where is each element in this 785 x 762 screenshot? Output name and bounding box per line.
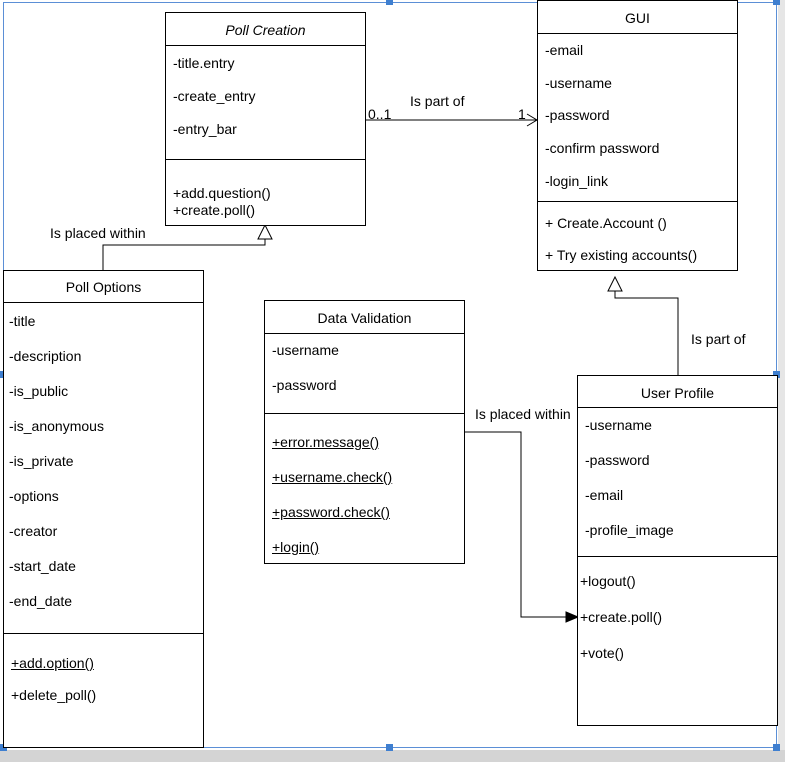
method: +create.poll() — [580, 609, 663, 625]
relation-label-profile-gui: Is part of — [691, 331, 746, 347]
method: + Create.Account () — [545, 215, 667, 231]
attribute: -profile_image — [585, 522, 674, 538]
method: +password.check() — [272, 504, 390, 520]
attribute: -creator — [9, 523, 58, 539]
method: +vote() — [580, 645, 624, 661]
class-name: Data Validation — [317, 310, 412, 326]
attribute: -username — [272, 342, 339, 358]
generalization-line-options-creation — [102, 239, 266, 271]
generalization-triangle-creation — [257, 223, 273, 240]
multiplicity-target: 1 — [518, 106, 526, 122]
class-name: Poll Options — [65, 279, 142, 295]
class-name: Poll Creation — [225, 22, 306, 38]
attribute: -login_link — [545, 173, 609, 189]
attribute: -title — [9, 313, 36, 329]
class-divider — [578, 556, 777, 557]
attribute: -start_date — [9, 558, 76, 574]
relation-label-creation-gui: Is part of — [410, 93, 465, 109]
method: +error.message() — [272, 434, 379, 450]
attribute: -is_private — [9, 453, 74, 469]
method: +add.question() — [173, 185, 271, 201]
method: +delete_poll() — [11, 687, 97, 703]
attribute: -options — [9, 488, 59, 504]
class-name: GUI — [625, 10, 650, 26]
attribute: -password — [545, 107, 610, 123]
attribute: -password — [272, 377, 337, 393]
attribute: -email — [545, 42, 584, 58]
attribute: -description — [9, 348, 82, 364]
canvas-frame-right — [778, 0, 785, 762]
multiplicity-source: 0..1 — [368, 106, 392, 122]
method: + Try existing accounts() — [545, 247, 698, 263]
resize-handle-bottom-right[interactable] — [773, 744, 780, 751]
relation-label-validation-profile: Is placed within — [475, 406, 571, 422]
class-divider — [166, 159, 365, 160]
relation-label-options-creation: Is placed within — [50, 225, 146, 241]
resize-handle-bottom-mid[interactable] — [386, 744, 393, 751]
method: +create.poll() — [173, 202, 256, 218]
resize-handle-top-right[interactable] — [773, 0, 780, 5]
class-divider — [4, 633, 203, 634]
method: +login() — [272, 539, 320, 555]
class-name: User Profile — [640, 385, 715, 401]
class-divider — [166, 45, 365, 46]
association-line-validation-profile — [465, 431, 570, 618]
attribute: -username — [585, 417, 652, 433]
generalization-line-profile-gui — [614, 291, 679, 376]
class-data-validation[interactable]: Data Validation -username -password +err… — [264, 300, 465, 564]
class-divider — [4, 302, 203, 303]
class-divider — [538, 201, 737, 202]
class-poll-creation[interactable]: Poll Creation -title.entry -create_entry… — [165, 12, 366, 226]
attribute: -entry_bar — [173, 121, 237, 137]
arrowhead-filled-profile — [565, 611, 580, 623]
method: +logout() — [580, 573, 636, 589]
class-divider — [265, 333, 464, 334]
class-user-profile[interactable]: User Profile -username -password -email … — [577, 375, 778, 726]
attribute: -confirm password — [545, 140, 660, 156]
method: +add.option() — [11, 655, 94, 671]
attribute: -end_date — [9, 593, 73, 609]
attribute: -title.entry — [173, 55, 235, 71]
generalization-triangle-gui — [607, 275, 623, 292]
class-divider — [578, 407, 777, 408]
attribute: -email — [585, 487, 624, 503]
resize-handle-mid-right[interactable] — [773, 371, 780, 378]
class-divider — [265, 413, 464, 414]
class-poll-options[interactable]: Poll Options -title -description -is_pub… — [3, 270, 204, 748]
attribute: -is_public — [9, 383, 69, 399]
class-gui[interactable]: GUI -email -username -password -confirm … — [537, 0, 738, 271]
resize-handle-top-mid[interactable] — [386, 0, 393, 5]
attribute: -username — [545, 75, 612, 91]
method: +username.check() — [272, 469, 393, 485]
canvas-frame-bottom — [0, 750, 785, 762]
attribute: -password — [585, 452, 650, 468]
class-divider — [538, 33, 737, 34]
attribute: -is_anonymous — [9, 418, 104, 434]
attribute: -create_entry — [173, 88, 256, 104]
